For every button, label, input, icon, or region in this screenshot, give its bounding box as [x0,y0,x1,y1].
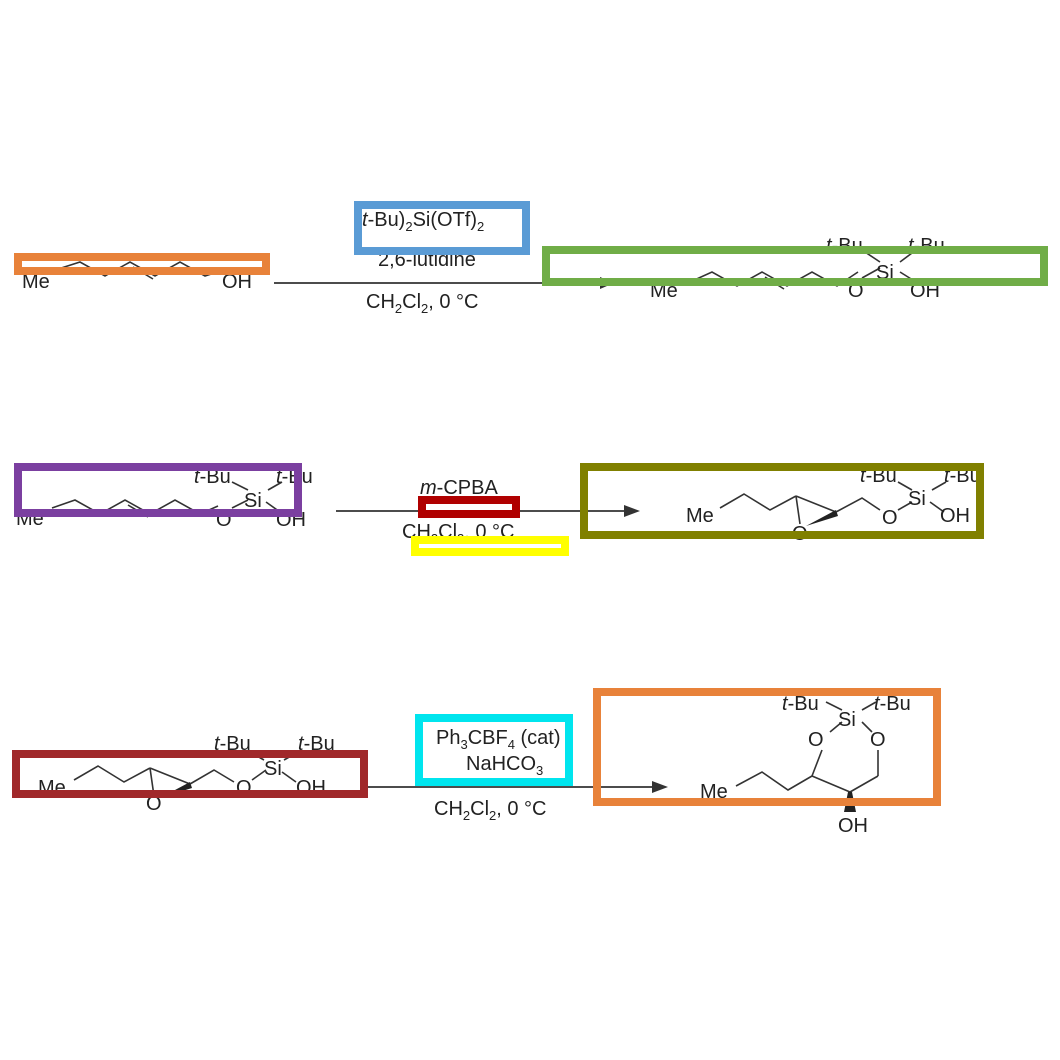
wedge-bond [806,510,838,526]
carbon-chain-bond [835,497,881,513]
o-si-bond [251,769,267,781]
methyl-label: Me [700,781,728,803]
silicon-label: Si [264,758,282,780]
epoxide-bond [149,767,191,785]
reagent-line-2: NaHCO3 [466,753,543,778]
si-tbu-bond [825,701,843,711]
oxygen-label: O [870,729,886,751]
o-si-bond [861,267,881,279]
si-oh-bond [281,771,297,783]
highlight-box-dark-red [418,496,520,518]
reaction-3-reagents: Ph3CBF4 (cat) NaHCO3 CH2Cl2, 0 °C [368,727,668,823]
si-tbu-bond [897,481,913,491]
carbon-chain-bond [73,765,151,783]
si-tbu-bond [231,481,249,491]
carbon-chain-bond [719,493,797,511]
reaction-3-reactant: Me O O Si OH t-Bu t-Bu [38,733,335,815]
ring-bond [811,749,823,777]
tert-butyl-label: t-Bu [214,733,251,755]
highlight-box-cyan [415,714,573,786]
tert-butyl-label: t-Bu [874,693,911,715]
oxygen-label: O [882,507,898,529]
ring-bond [861,721,873,733]
highlight-box-orange-1 [14,253,270,275]
si-oh-bond [929,501,945,513]
highlight-box-yellow [411,536,569,556]
o-si-bond [231,499,249,509]
tert-butyl-label: t-Bu [782,693,819,715]
highlight-box-olive [580,463,984,539]
highlight-box-purple [14,463,302,517]
epoxide-bond [795,495,801,525]
highlight-box-orange-2 [593,688,941,806]
hydroxyl-label: OH [940,505,970,527]
carbon-chain-bond [735,771,813,791]
ring-bond [811,775,851,793]
reaction-2-reactant: Me O Si OH t-Bu t-Bu [16,466,313,531]
highlight-boxes [12,201,1048,806]
hydroxyl-label: OH [222,271,252,293]
o-si-bond [897,501,913,511]
reagent-line-1: t-Bu)2Si(OTf)2 [362,209,484,234]
highlight-box-green [542,246,1048,286]
reaction-1-product: Me O Si OH t-Bu t-Bu [650,235,945,302]
reaction-3: Me O O Si OH t-Bu t-Bu Ph3CBF4 (cat) NaH… [38,693,911,837]
si-tbu-bond [861,701,877,711]
ring-bond [829,721,843,733]
ring-bond [849,775,879,793]
tert-butyl-label: t-Bu [194,466,231,488]
si-tbu-bond [931,481,947,491]
reaction-conditions: CH2Cl2, 0 °C [434,798,546,823]
reagent-line-1: Ph3CBF4 (cat) [436,727,561,752]
epoxide-oxygen-label: O [146,793,162,815]
reagent-line-1: m-CPBA [420,477,498,499]
reaction-1-reagents: t-Bu)2Si(OTf)2 2,6-lutidine CH2Cl2, 0 °C [274,209,614,316]
si-tbu-bond [267,481,283,491]
epoxide-bond [795,495,837,513]
hydroxyl-label: OH [838,815,868,837]
reaction-conditions: CH2Cl2, 0 °C [366,291,478,316]
silicon-label: Si [838,709,856,731]
arrowhead [624,505,640,517]
reaction-1: Me OH t-Bu)2Si(OTf)2 2,6-lutidine CH2Cl2… [22,209,945,316]
arrowhead [652,781,668,793]
tert-butyl-label: t-Bu [298,733,335,755]
methyl-label: Me [22,271,50,293]
highlight-box-maroon [12,750,368,798]
methyl-label: Me [686,505,714,527]
highlight-box-blue [354,201,530,255]
oxygen-label: O [808,729,824,751]
silicon-label: Si [908,488,926,510]
silicon-label: Si [244,490,262,512]
reaction-3-product: Me O O Si OH t-Bu t-Bu [700,693,911,837]
reaction-1-reactant: Me OH [22,261,252,293]
carbon-chain-bond [189,769,235,785]
